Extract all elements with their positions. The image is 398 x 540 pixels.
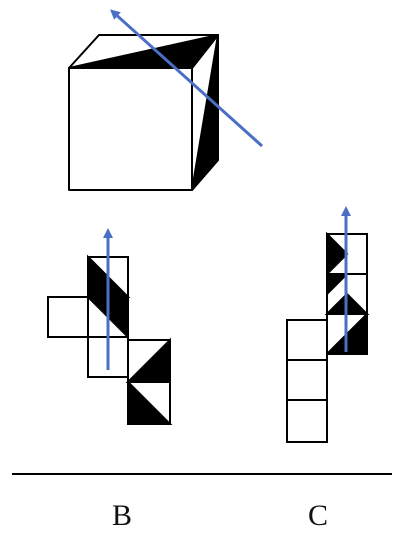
net-c-square <box>286 399 328 443</box>
cube-arrow-icon <box>110 9 264 148</box>
option-b-label: B <box>111 499 132 532</box>
cube-right-dark-triangle <box>191 34 219 191</box>
cube-front-face <box>68 67 193 191</box>
option-c-label: C <box>307 499 328 532</box>
net-c-dark-triangle <box>326 231 349 277</box>
net-c-dark-triangle <box>326 273 350 297</box>
cube-figure <box>68 34 219 191</box>
net-b-square <box>47 296 89 338</box>
net-c <box>286 231 370 443</box>
net-b-dark-triangle <box>127 379 173 425</box>
net-c-square <box>286 359 328 401</box>
cube-top-dark-triangle <box>68 34 219 69</box>
net-c-square <box>286 319 328 361</box>
